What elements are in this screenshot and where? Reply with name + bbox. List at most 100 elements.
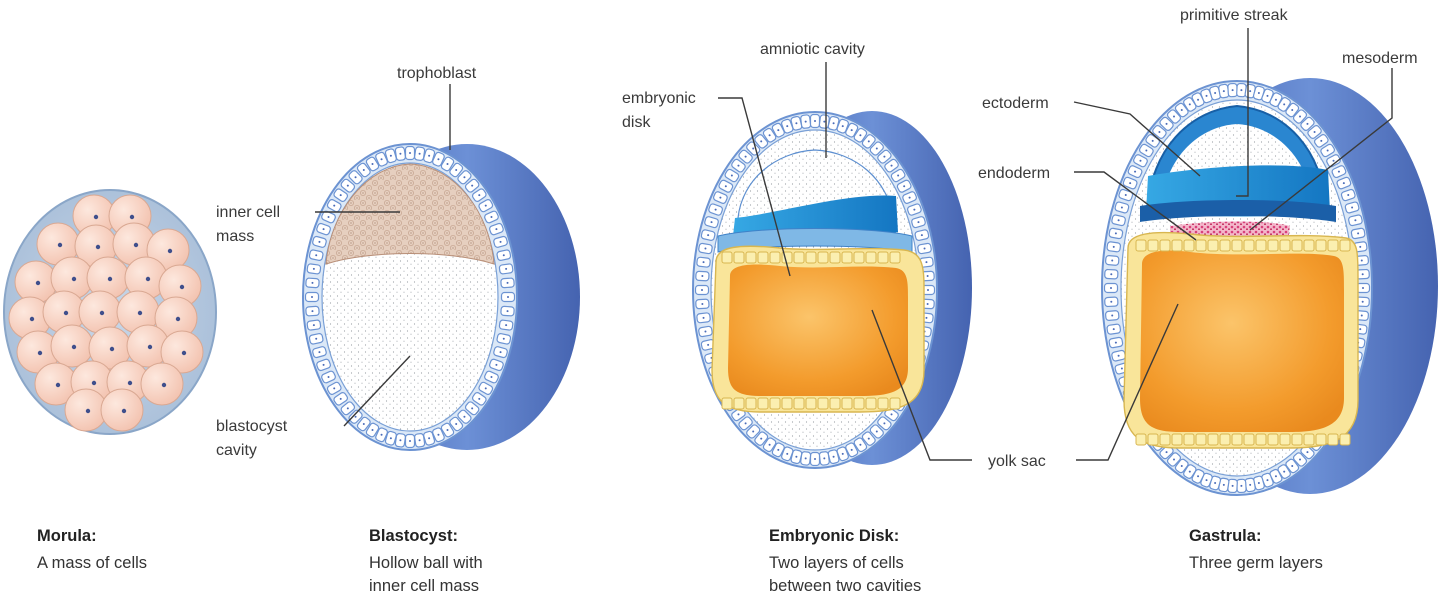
cell-nucleus [175,316,181,322]
yolk-cell [1231,239,1243,252]
cell-nucleus [1158,130,1161,133]
cell-nucleus [890,413,893,416]
cell-nucleus [737,164,740,167]
yolk-cell [817,251,829,264]
cell-nucleus [484,387,487,390]
cell-nucleus [1257,92,1260,95]
cell-nucleus [883,422,886,425]
cell-nucleus [354,176,357,179]
cell-nucleus [1129,182,1132,185]
cell-nucleus [55,382,61,388]
cell-nucleus [795,455,798,458]
cell-nucleus [354,415,357,418]
caption-embryonic-disk-line1: Two layers of cells [769,554,904,572]
cell-nucleus [744,155,747,158]
cell-nucleus [409,152,411,154]
cell-nucleus [867,140,870,143]
cell-nucleus [804,120,807,123]
cell-nucleus [701,275,704,278]
cell-nucleus [346,407,349,410]
cell-nucleus [99,310,105,316]
label-endoderm: endoderm [978,165,1050,182]
cell-nucleus [478,194,481,197]
yolk-cell [1315,239,1327,252]
cell-nucleus [1222,90,1225,93]
cell-nucleus [841,125,844,128]
yolk-cell [1171,433,1183,446]
cell-nucleus [923,247,926,250]
cell-nucleus [1361,273,1364,276]
cell-nucleus [57,242,63,248]
cell-nucleus [1180,464,1183,467]
cell-nucleus [91,380,97,386]
cell-nucleus [133,242,139,248]
cell-nucleus [1257,481,1260,484]
cell-nucleus [145,276,151,282]
cell-nucleus [428,437,431,440]
yolk-cell [865,397,877,410]
yolk-cell [817,397,829,410]
epiblast-layer [733,195,898,239]
cell-nucleus [506,281,509,284]
cell-nucleus [850,129,853,132]
cell-nucleus [121,408,127,414]
cell-nucleus [318,351,321,354]
cell-nucleus [339,194,342,197]
cell-nucleus [795,122,798,125]
label-amniotic-cavity: amniotic cavity [760,41,865,58]
label-yolk-sac-disk: yolk sac [988,453,1046,470]
cell-nucleus [823,457,826,460]
cell-nucleus [925,261,928,264]
cell-nucleus [455,422,458,425]
cell-nucleus [371,162,374,165]
yolk-cell [1291,433,1303,446]
cell-nucleus [701,289,703,291]
yolk-cell [1195,433,1207,446]
cell-nucleus [1114,341,1117,344]
cell-nucleus [327,376,330,379]
cell-nucleus [1165,122,1168,125]
yolk-cell [769,251,781,264]
cell-nucleus [399,439,402,442]
cell-nucleus [823,120,826,123]
cell-nucleus [920,234,923,237]
yolk-cell [1315,433,1327,446]
cell-nucleus [463,176,466,179]
cell-nucleus [1112,328,1115,331]
cell-nucleus [505,267,508,270]
cell-nucleus [1197,475,1200,478]
yolk-cell [745,251,757,264]
cell-nucleus [701,302,704,305]
cell-nucleus [167,248,173,254]
yolk-cell [889,251,901,264]
cell-nucleus [1360,259,1363,262]
morula [3,189,217,435]
cell-nucleus [371,429,374,432]
yolk-cell [1207,433,1219,446]
cell-nucleus [506,310,509,313]
cell-nucleus [333,387,336,390]
yolk-cell [1243,239,1255,252]
cell-nucleus [760,140,763,143]
caption-embryonic-disk-title: Embryonic Disk: [769,527,899,545]
cell-nucleus [804,457,807,460]
cell-nucleus [312,324,315,327]
cell-nucleus [1313,130,1316,133]
cell-nucleus [446,162,449,165]
cell-nucleus [71,344,77,350]
cell-nucleus [478,397,481,400]
cell-nucleus [437,158,440,161]
cell-nucleus [362,422,365,425]
cell-nucleus [850,448,853,451]
cell-nucleus [1231,484,1234,487]
caption-embryonic-disk-line2: between two cavities [769,577,921,595]
cell-nucleus [1249,90,1252,93]
cell-nucleus [1359,328,1362,331]
yolk-cell [853,251,865,264]
yolk-cell [1159,239,1171,252]
cell-nucleus [760,437,763,440]
label-blastocyst-cavity-line2: cavity [216,442,257,459]
caption-morula-line1: A mass of cells [37,554,147,572]
cell-nucleus [311,310,314,313]
yolk-cell [1231,433,1243,446]
